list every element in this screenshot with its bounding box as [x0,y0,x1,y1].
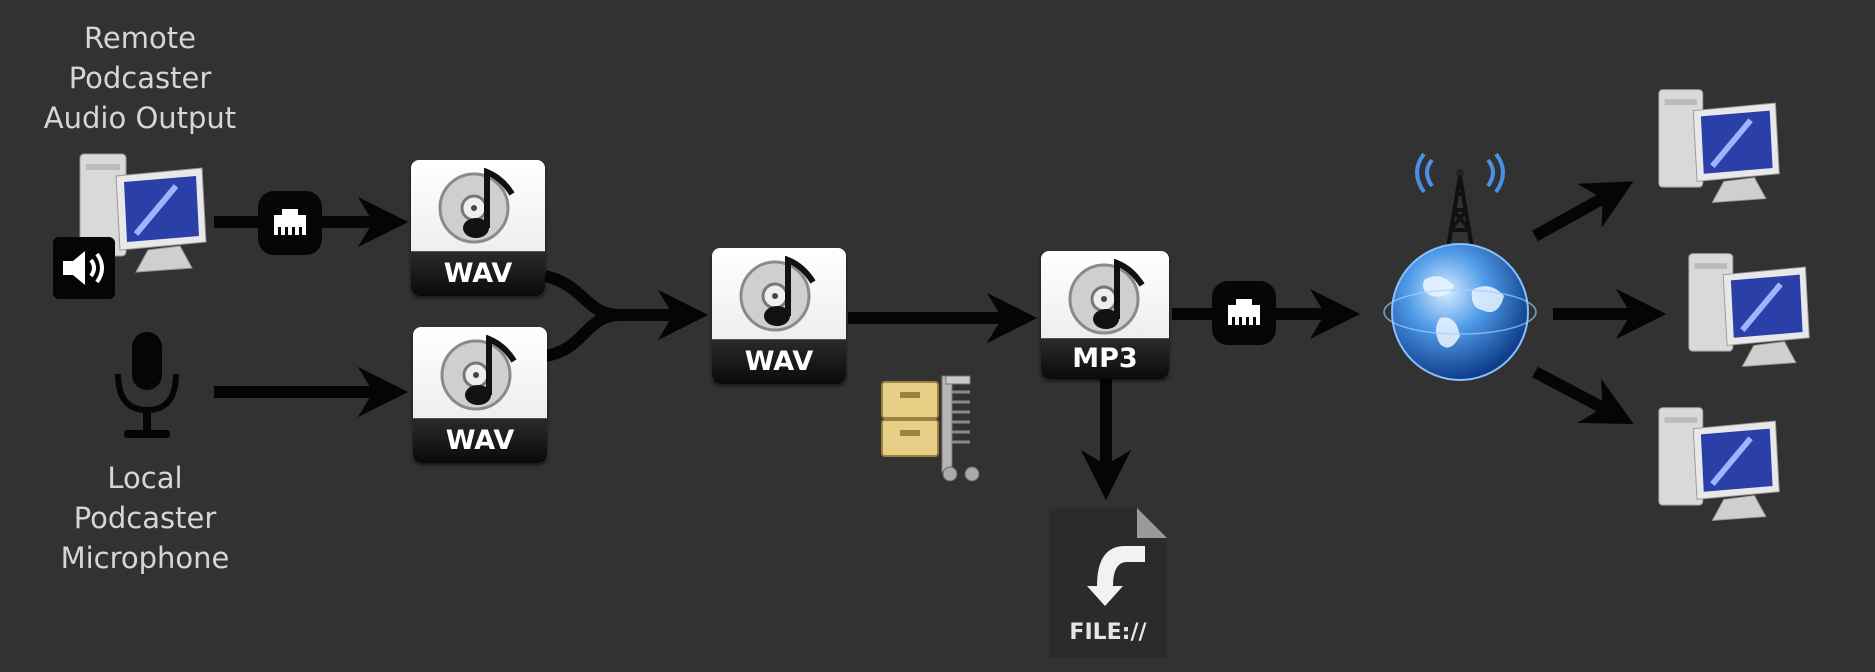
mp3-file-icon: MP3 [1041,251,1169,379]
network-port-icon [258,191,322,255]
wav-mixed-label: WAV [744,346,814,377]
network-port-icon [1212,281,1276,345]
speaker-icon [53,237,115,299]
merge-path-top [543,270,621,321]
file-url-label: FILE:// [1069,620,1147,645]
arrow-globe-to-listener-bottom [1532,366,1634,425]
broadcast-globe-icon [1380,140,1540,390]
wav-remote-label: WAV [443,258,513,289]
merge-path-bottom [543,309,621,362]
listener-computer-icon [1655,400,1785,530]
wav-local-label: WAV [445,425,515,456]
microphone-icon [110,330,184,442]
audio-disc-icon [440,335,517,411]
listener-computer-icon [1655,82,1785,212]
wav-mixed-file-icon: WAV [712,248,846,384]
audio-disc-icon [739,256,816,332]
remote-computer-icon [76,146,212,282]
audio-disc-icon [438,168,515,244]
wav-local-file-icon: WAV [413,327,547,463]
listener-computer-icon [1685,246,1815,376]
remote-podcaster-label: Remote Podcaster Audio Output [43,21,237,135]
local-podcaster-label: Local Podcaster Microphone [60,461,230,575]
arrow-globe-to-listener-top [1532,181,1634,242]
audio-disc-icon [1068,259,1145,335]
file-save-icon: FILE:// [1049,508,1167,658]
mp3-label: MP3 [1072,343,1138,374]
wav-remote-file-icon: WAV [411,160,545,296]
archive-compress-icon [876,372,988,484]
